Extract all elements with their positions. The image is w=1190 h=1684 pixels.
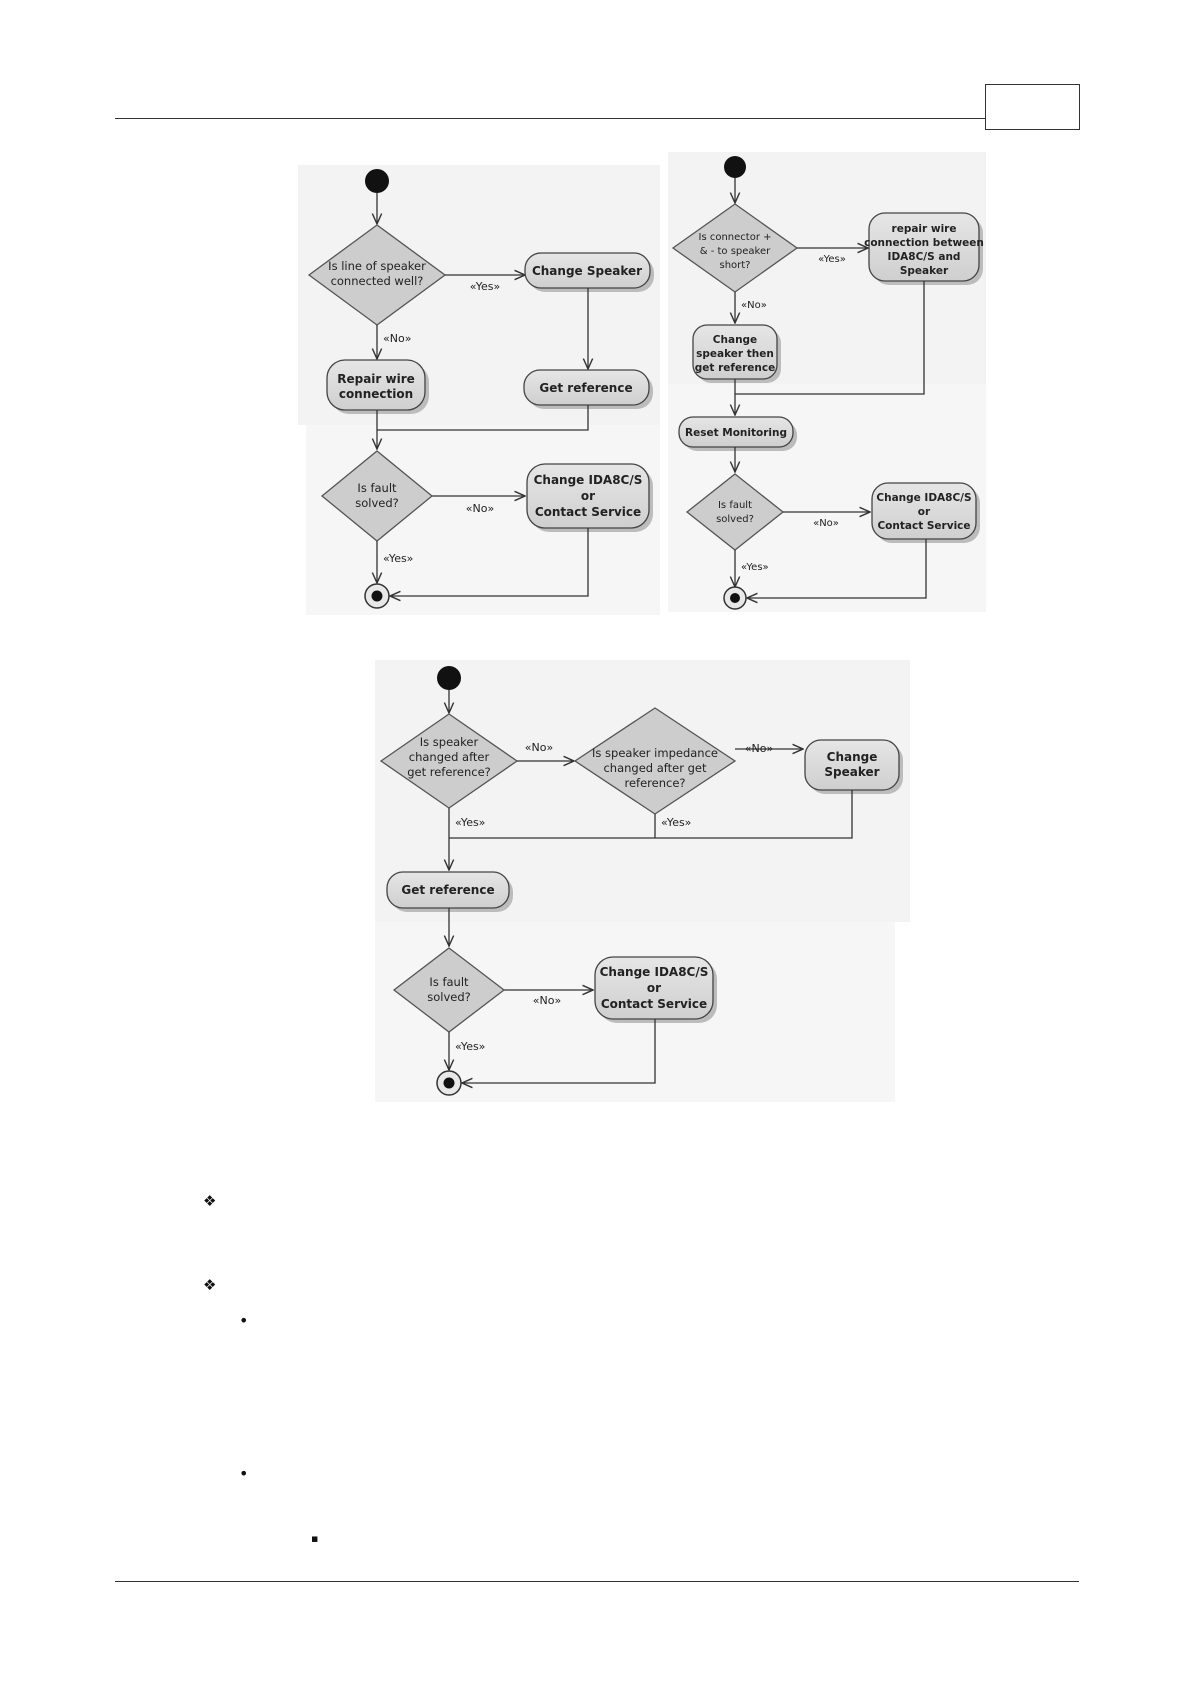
svg-text:Is fault: Is fault bbox=[429, 975, 469, 989]
action-reset-monitoring: Reset Monitoring bbox=[678, 416, 797, 451]
svg-text:Change IDA8C/S: Change IDA8C/S bbox=[534, 473, 643, 487]
svg-text:Is connector +: Is connector + bbox=[699, 232, 772, 243]
svg-text:solved?: solved? bbox=[355, 496, 399, 510]
action-get-reference: Get reference bbox=[523, 369, 653, 409]
start-node bbox=[365, 169, 389, 193]
svg-text:Change Speaker: Change Speaker bbox=[532, 264, 642, 278]
decision-impedance-changed: Is speaker impedance changed after get r… bbox=[573, 707, 737, 815]
svg-text:Is fault: Is fault bbox=[718, 500, 752, 511]
svg-text:Get reference: Get reference bbox=[401, 883, 494, 897]
svg-text:connection: connection bbox=[339, 387, 413, 401]
svg-text:or: or bbox=[581, 489, 595, 503]
action-repair-wire-between: repair wire connection between IDA8C/S a… bbox=[864, 212, 984, 285]
svg-text:changed after get: changed after get bbox=[603, 761, 707, 775]
start-node-2 bbox=[724, 156, 746, 178]
svg-text:Is speaker: Is speaker bbox=[420, 735, 479, 749]
svg-text:Repair wire: Repair wire bbox=[337, 372, 415, 386]
svg-text:Is fault: Is fault bbox=[357, 481, 397, 495]
decision-speaker-changed: Is speaker changed after get reference? bbox=[379, 713, 519, 809]
footer-rule bbox=[115, 1581, 1079, 1582]
svg-text:Change IDA8C/S: Change IDA8C/S bbox=[600, 965, 709, 979]
yes-label-d2: «Yes» bbox=[818, 254, 846, 265]
yes-label: «Yes» bbox=[470, 280, 500, 293]
diagram-speaker-connection: Is line of speaker connected well? «Yes»… bbox=[298, 165, 660, 615]
svg-text:Change: Change bbox=[713, 334, 757, 346]
svg-text:IDA8C/S and: IDA8C/S and bbox=[888, 251, 961, 263]
action-change-ida-2: Change IDA8C/S or Contact Service bbox=[871, 482, 980, 543]
action-get-reference-3: Get reference bbox=[386, 871, 513, 912]
svg-text:solved?: solved? bbox=[716, 514, 754, 525]
diamond-bullet-2: ❖ bbox=[203, 1276, 217, 1294]
action-change-speaker-get-ref: Change speaker then get reference bbox=[692, 324, 781, 383]
page-number-box bbox=[985, 84, 1080, 130]
svg-text:Speaker: Speaker bbox=[824, 765, 879, 779]
start-node-3 bbox=[437, 666, 461, 690]
flowcharts: Is line of speaker connected well? «Yes»… bbox=[298, 152, 986, 1102]
svg-text:solved?: solved? bbox=[427, 990, 471, 1004]
yes-label-d3-3: «Yes» bbox=[455, 1040, 485, 1053]
dot-bullet-1: • bbox=[239, 1311, 249, 1330]
action-change-speaker: Change Speaker bbox=[524, 252, 654, 292]
no-label-d2: «No» bbox=[741, 300, 767, 311]
diamond-bullet-1: ❖ bbox=[203, 1192, 217, 1210]
no-label: «No» bbox=[383, 332, 411, 345]
svg-text:Contact Service: Contact Service bbox=[601, 997, 707, 1011]
yes-label-2: «Yes» bbox=[383, 552, 413, 565]
no-label-d2-2: «No» bbox=[813, 518, 839, 529]
svg-text:Change: Change bbox=[827, 750, 878, 764]
yes-label-d3-1: «Yes» bbox=[455, 816, 485, 829]
svg-text:Speaker: Speaker bbox=[900, 265, 949, 277]
svg-text:changed after: changed after bbox=[409, 750, 490, 764]
dot-bullet-2: • bbox=[239, 1464, 249, 1483]
svg-text:short?: short? bbox=[719, 260, 750, 271]
decision-fault-solved-3: Is fault solved? bbox=[392, 947, 506, 1033]
square-bullet: ▪ bbox=[311, 1532, 319, 1545]
header-rule bbox=[115, 118, 985, 119]
diagram-speaker-impedance: Is speaker changed after get reference? … bbox=[375, 660, 910, 1102]
svg-text:get reference: get reference bbox=[695, 362, 775, 374]
svg-text:repair wire: repair wire bbox=[892, 223, 957, 235]
svg-text:Contact Service: Contact Service bbox=[877, 520, 970, 532]
svg-text:& - to speaker: & - to speaker bbox=[700, 246, 771, 257]
no-label-d3-2: «No» bbox=[745, 742, 773, 755]
svg-text:Get reference: Get reference bbox=[539, 381, 632, 395]
svg-text:speaker then: speaker then bbox=[696, 348, 774, 360]
diagram-connector-short: Is connector + & - to speaker short? «Ye… bbox=[668, 152, 986, 612]
svg-text:Reset Monitoring: Reset Monitoring bbox=[685, 427, 787, 439]
svg-text:Contact Service: Contact Service bbox=[535, 505, 641, 519]
no-label-d3-3: «No» bbox=[533, 994, 561, 1007]
svg-text:connected well?: connected well? bbox=[331, 274, 424, 288]
svg-text:Is line of speaker: Is line of speaker bbox=[328, 259, 426, 273]
end-node bbox=[364, 583, 390, 609]
svg-text:or: or bbox=[647, 981, 661, 995]
end-node-3 bbox=[436, 1070, 462, 1096]
yes-label-d2-2: «Yes» bbox=[741, 562, 769, 573]
svg-text:Is speaker impedance: Is speaker impedance bbox=[592, 746, 718, 760]
svg-text:get reference?: get reference? bbox=[407, 765, 491, 779]
action-change-speaker-3: Change Speaker bbox=[804, 739, 903, 794]
svg-text:or: or bbox=[918, 506, 931, 518]
action-change-ida: Change IDA8C/S or Contact Service bbox=[526, 463, 653, 532]
no-label-2: «No» bbox=[466, 502, 494, 515]
no-label-d3-1: «No» bbox=[525, 741, 553, 754]
end-node-2 bbox=[723, 586, 747, 610]
action-repair-wire: Repair wire connection bbox=[326, 359, 429, 414]
action-change-ida-3: Change IDA8C/S or Contact Service bbox=[594, 956, 717, 1023]
yes-label-d3-2: «Yes» bbox=[661, 816, 691, 829]
svg-text:reference?: reference? bbox=[624, 776, 685, 790]
svg-text:Change IDA8C/S: Change IDA8C/S bbox=[876, 492, 971, 504]
svg-text:connection between: connection between bbox=[864, 237, 984, 249]
